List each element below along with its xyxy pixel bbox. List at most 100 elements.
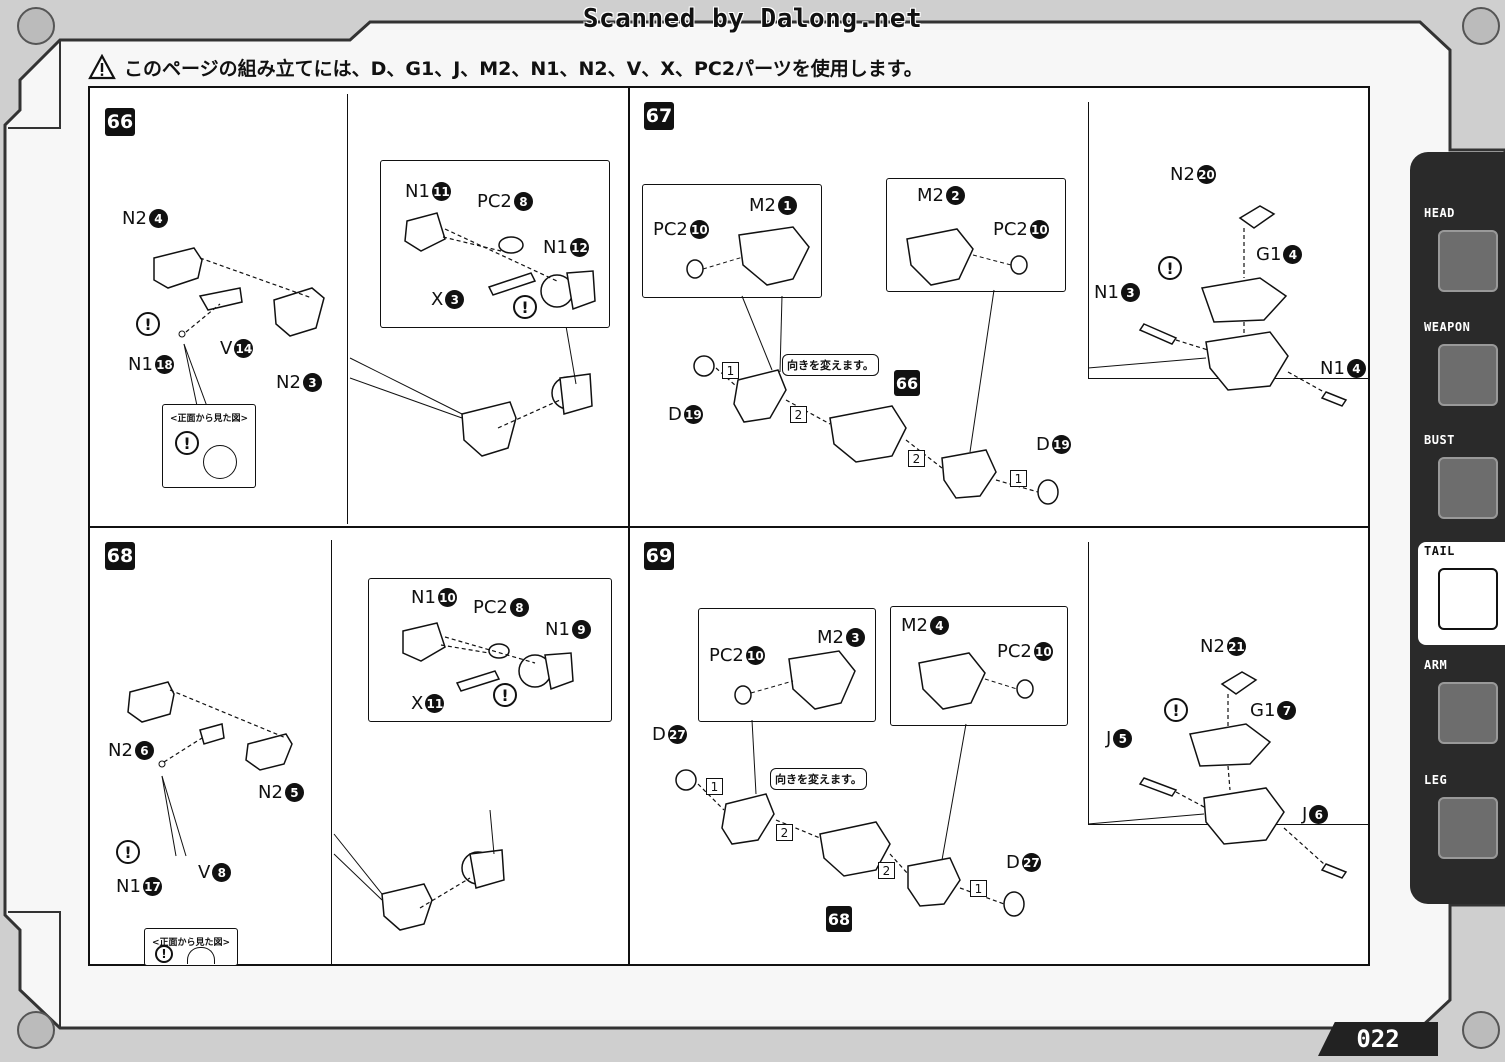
caution-icon: !: [513, 295, 537, 319]
tab-tail[interactable]: TAIL: [1418, 542, 1505, 645]
leg-icon: [1438, 797, 1498, 859]
subassembly-diagram: [402, 622, 574, 692]
tab-label: TAIL: [1424, 544, 1455, 558]
step-68-diagram: [127, 681, 505, 931]
tab-label: LEG: [1424, 773, 1448, 787]
front-view-box: <正面から見た図> !: [162, 404, 256, 488]
sequence-marker: 2: [908, 450, 925, 467]
subassembly-diagram: [918, 652, 1034, 710]
bust-icon: [1438, 457, 1498, 519]
tab-label: HEAD: [1424, 206, 1455, 220]
front-view-box: <正面から見た図> !: [144, 928, 238, 966]
tab-weapon[interactable]: WEAPON: [1418, 318, 1505, 421]
subassembly-diagram: [686, 226, 810, 286]
divider: [1088, 102, 1089, 378]
step-66-diagram: [153, 247, 593, 457]
front-view-label: <正面から見た図>: [151, 938, 231, 948]
divider: [331, 540, 332, 964]
subassembly-diagram: [404, 212, 596, 311]
orientation-callout: 向きを変えます。: [782, 354, 879, 376]
caution-icon: !: [136, 312, 160, 336]
caution-icon: !: [175, 431, 199, 455]
watermark: Scanned by Dalong.net: [582, 4, 923, 34]
caution-icon: !: [1158, 256, 1182, 280]
tab-leg[interactable]: LEG: [1418, 771, 1505, 874]
parts-notice-text: このページの組み立てには、D、G1、J、M2、N1、N2、V、X、PC2パーツを…: [124, 57, 923, 80]
ref-step-number: 66: [894, 370, 920, 396]
tab-label: BUST: [1424, 433, 1455, 447]
sequence-marker: 2: [878, 862, 895, 879]
step-number: 67: [644, 102, 674, 130]
instructions-grid: 66: [88, 86, 1370, 966]
subassembly-diagram: [906, 228, 1028, 286]
sequence-marker: 1: [706, 778, 723, 795]
weapon-icon: [1438, 344, 1498, 406]
parts-notice: このページの組み立てには、D、G1、J、M2、N1、N2、V、X、PC2パーツを…: [88, 52, 923, 82]
section-sidebar: HEAD WEAPON BUST TAIL ARM LEG: [1410, 152, 1505, 904]
arm-icon: [1438, 682, 1498, 744]
tab-label: ARM: [1424, 658, 1448, 672]
front-view-circle: [187, 947, 215, 964]
step-67-diagram: [693, 205, 1348, 505]
step-69-diagram: [675, 671, 1348, 917]
step-68-panel: 68: [90, 528, 630, 966]
step-number: 69: [644, 542, 674, 570]
tab-arm[interactable]: ARM: [1418, 656, 1505, 759]
tab-head[interactable]: HEAD: [1418, 204, 1505, 307]
step-number: 68: [105, 542, 135, 570]
front-view-circle: [203, 445, 237, 479]
tab-bust[interactable]: BUST: [1418, 431, 1505, 534]
sequence-marker: 2: [776, 824, 793, 841]
page-number: 022: [1318, 1022, 1438, 1056]
caution-icon: !: [155, 945, 173, 963]
sequence-marker: 2: [790, 406, 807, 423]
step-66-panel: 66: [90, 88, 630, 528]
step-number: 66: [105, 108, 135, 136]
warning-icon: [88, 54, 116, 80]
orientation-callout: 向きを変えます。: [770, 768, 867, 790]
divider: [1088, 542, 1089, 824]
divider: [347, 94, 348, 524]
sequence-marker: 1: [722, 362, 739, 379]
